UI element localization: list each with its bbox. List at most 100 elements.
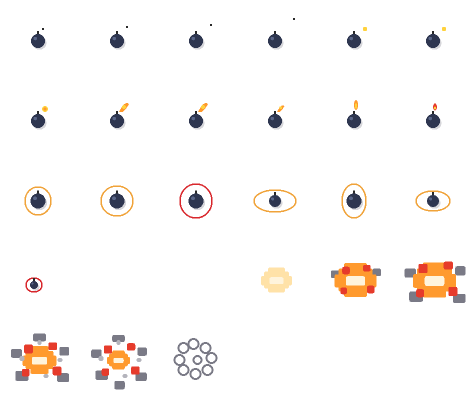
smoke-puff — [114, 381, 125, 390]
sprite-frame-26 — [79, 320, 158, 400]
frame-canvas — [253, 189, 297, 213]
bomb-body — [426, 34, 440, 48]
explosion-icon — [330, 262, 382, 298]
bomb-icon — [109, 190, 126, 211]
flame-core — [201, 105, 205, 109]
frame-canvas — [268, 18, 295, 50]
bomb-icon — [188, 190, 205, 211]
shockwave-ring — [341, 183, 367, 219]
spark-icon — [119, 103, 129, 112]
frame-canvas — [426, 103, 442, 130]
frame-canvas — [158, 240, 237, 320]
bomb-highlight — [429, 197, 433, 201]
bomb-highlight — [270, 36, 274, 41]
fuse — [432, 192, 434, 195]
bomb-body — [347, 34, 361, 48]
fire-core — [113, 357, 124, 364]
explosion-icon — [404, 261, 466, 303]
sprite-frame-22 — [237, 240, 316, 320]
sprite-frame-10 — [237, 80, 316, 160]
smoke-puff — [32, 333, 47, 342]
flame-lick — [24, 344, 33, 354]
smoke-wisp — [187, 338, 200, 350]
bomb-body — [347, 114, 361, 128]
flame-lick — [101, 368, 110, 376]
frame-canvas — [261, 267, 292, 293]
sprite-frame-21 — [158, 240, 237, 320]
frame-canvas — [31, 28, 47, 50]
bomb-icon — [426, 111, 442, 130]
bomb-highlight — [31, 282, 34, 285]
explosion-icon — [91, 334, 147, 390]
ember — [19, 356, 25, 361]
sprite-frame-18 — [395, 160, 474, 240]
fire-core — [346, 276, 365, 286]
smoke-puff — [452, 293, 466, 303]
sprite-frame-6 — [395, 0, 474, 80]
frame-canvas — [189, 24, 212, 50]
smoke-puff — [137, 347, 147, 356]
bomb-icon — [268, 111, 284, 130]
fire-core — [31, 356, 48, 365]
frame-canvas — [415, 190, 451, 212]
ember — [136, 358, 142, 362]
bomb-body — [268, 114, 282, 128]
spark-icon — [362, 26, 368, 32]
sprite-frame-15 — [158, 160, 237, 240]
flame-lick — [48, 342, 58, 351]
ember — [98, 356, 104, 361]
spark-icon — [126, 26, 128, 28]
spark-icon — [433, 103, 437, 111]
sprite-frame-4 — [237, 0, 316, 80]
smoke-wisp — [201, 364, 214, 376]
frame-canvas — [426, 26, 447, 50]
bomb-body — [268, 34, 282, 48]
sprite-frame-23 — [316, 240, 395, 320]
sprite-frame-2 — [79, 0, 158, 80]
flame-lick — [21, 368, 30, 377]
bomb-highlight — [33, 36, 37, 41]
bomb-highlight — [191, 36, 195, 41]
frame-canvas — [110, 103, 129, 130]
flame-lick — [342, 266, 350, 275]
smoke-wisp — [177, 342, 190, 354]
spark-icon — [441, 26, 447, 32]
smoke-icon — [173, 338, 218, 380]
bomb-body — [31, 34, 45, 48]
bomb-body — [189, 34, 203, 48]
spark-dot — [126, 26, 128, 28]
fuse — [353, 190, 355, 194]
frame-canvas — [10, 333, 70, 382]
bomb-highlight — [271, 197, 275, 201]
flame-lick — [126, 343, 136, 351]
spark-icon — [277, 105, 285, 112]
frame-canvas — [404, 261, 466, 303]
smoke-puff — [91, 349, 102, 358]
bomb-highlight — [349, 116, 353, 121]
fuse — [116, 190, 118, 194]
sprite-frame-28 — [237, 320, 316, 400]
smoke-puff — [455, 266, 466, 276]
smoke-wisp — [192, 355, 203, 365]
bomb-highlight — [112, 196, 116, 201]
spark-icon — [354, 100, 358, 110]
sprite-frame-1 — [0, 0, 79, 80]
bomb-highlight — [349, 36, 353, 41]
fire-core — [269, 277, 284, 285]
sprite-frame-12 — [395, 80, 474, 160]
frame-canvas — [24, 186, 52, 216]
spark-dot — [362, 26, 368, 32]
sprite-frame-25 — [0, 320, 79, 400]
smoke-puff — [112, 334, 125, 343]
fuse — [432, 111, 434, 114]
fuse — [274, 31, 276, 34]
ember — [116, 340, 121, 345]
smoke-puff — [10, 349, 22, 358]
fuse — [195, 31, 197, 34]
sprite-frame-27 — [158, 320, 237, 400]
sprite-frame-29 — [316, 320, 395, 400]
sprite-frame-8 — [79, 80, 158, 160]
frame-canvas — [179, 183, 213, 219]
bomb-icon — [426, 31, 442, 50]
